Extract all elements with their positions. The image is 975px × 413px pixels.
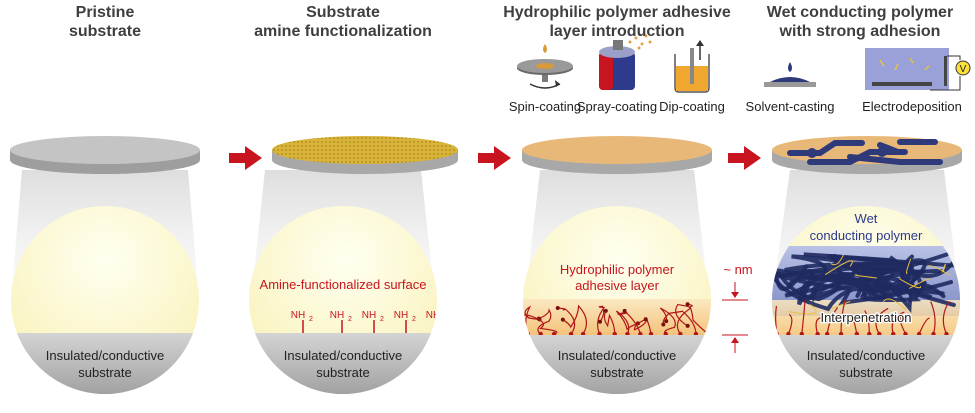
panel-adhesive: Hydrophilic polymer adhesive layer Insul…	[522, 136, 753, 394]
panel-conducting: Wet conducting polymer Interpenetration …	[772, 136, 962, 394]
substrate-label-line1: Insulated/conductive	[284, 348, 403, 363]
interface-label: Interpenetration	[820, 310, 911, 325]
amine-groups: NH 2 NH 2 NH 2 NH 2 NH 2	[291, 310, 448, 333]
polymer-label-line2: conducting polymer	[810, 228, 923, 243]
amine-surface-label: Amine-functionalized surface	[260, 277, 427, 292]
amine-group: NH 2	[291, 310, 313, 333]
panel-amine: NH 2 NH 2 NH 2 NH 2 NH 2 Amine-functionalized sur…	[249, 136, 458, 394]
spin-coating-icon	[517, 44, 573, 89]
arrow-right-icon	[728, 146, 761, 170]
title-panel2-line2: amine functionalization	[254, 23, 432, 40]
thickness-indicator	[722, 282, 748, 353]
svg-text:NH: NH	[426, 310, 440, 321]
voltmeter-label: V	[960, 64, 967, 75]
title-panel3-line1: Hydrophilic polymer adhesive	[503, 4, 731, 21]
solvent-casting-icon	[764, 62, 816, 87]
amine-group: NH 2	[394, 310, 416, 333]
panel-pristine: Insulated/conductive substrate	[10, 136, 200, 394]
dip-coating-icon	[674, 40, 710, 93]
substrate-label-line1: Insulated/conductive	[558, 348, 677, 363]
title-panel4-line2: with strong adhesion	[779, 23, 941, 40]
svg-text:2: 2	[444, 316, 448, 323]
polymer-label-line1: Wet	[855, 211, 878, 226]
amine-group: NH 2	[330, 310, 352, 333]
svg-text:NH: NH	[330, 310, 344, 321]
title-panel4-line1: Wet conducting polymer	[767, 4, 953, 21]
method-solvent-casting: Solvent-casting	[746, 99, 835, 114]
method-spray-coating: Spray-coating	[577, 99, 657, 114]
amine-group: NH 2	[362, 310, 384, 333]
spray-coating-icon	[599, 34, 652, 90]
substrate-label-line1: Insulated/conductive	[807, 348, 926, 363]
amine-group: NH 2	[426, 310, 448, 323]
interface-label-halo: Interpenetration	[820, 310, 911, 325]
title-panel1-line1: Pristine	[76, 4, 135, 21]
title-panel1-line2: substrate	[69, 23, 141, 40]
method-dip-coating: Dip-coating	[659, 99, 725, 114]
gold-disc	[272, 136, 458, 174]
svg-text:2: 2	[309, 316, 313, 323]
zoom-circle: NH 2 NH 2 NH 2 NH 2 NH 2	[249, 206, 448, 394]
arrow-right-icon	[478, 146, 511, 170]
svg-text:2: 2	[380, 316, 384, 323]
substrate-label-line2: substrate	[839, 365, 892, 380]
patterned-disc	[772, 136, 962, 174]
gray-disc	[10, 136, 200, 174]
svg-text:2: 2	[348, 316, 352, 323]
adhesive-label-line1: Hydrophilic polymer	[560, 262, 675, 277]
svg-text:NH: NH	[362, 310, 376, 321]
title-panel3-line2: layer introduction	[549, 23, 684, 40]
svg-text:2: 2	[412, 316, 416, 323]
method-spin-coating: Spin-coating	[509, 99, 581, 114]
electrodeposition-icon	[865, 48, 971, 91]
substrate-label-line2: substrate	[590, 365, 643, 380]
thickness-label: ~ nm	[723, 262, 752, 277]
substrate-label-line1: Insulated/conductive	[46, 348, 165, 363]
substrate-label-line2: substrate	[316, 365, 369, 380]
title-panel2-line1: Substrate	[306, 4, 380, 21]
svg-text:NH: NH	[394, 310, 408, 321]
svg-text:NH: NH	[291, 310, 305, 321]
substrate-label-line2: substrate	[78, 365, 131, 380]
arrow-right-icon	[229, 146, 262, 170]
method-electrodeposition: Electrodeposition	[862, 99, 962, 114]
adhesive-disc	[522, 136, 712, 174]
adhesive-label-line2: adhesive layer	[575, 278, 659, 293]
